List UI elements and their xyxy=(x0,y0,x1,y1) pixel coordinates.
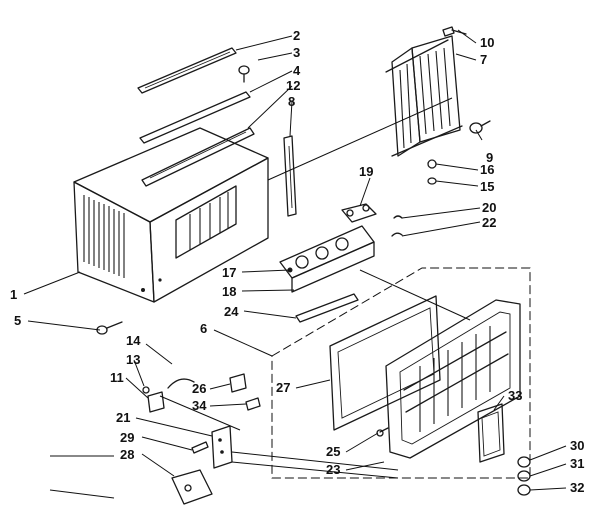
callout-33: 33 xyxy=(508,388,522,403)
part-channel xyxy=(283,135,297,217)
callout-16: 16 xyxy=(480,162,494,177)
assembly-line-1 xyxy=(267,97,453,181)
part-control-assembly xyxy=(279,225,375,293)
part-screw-front xyxy=(376,427,389,437)
part-nut xyxy=(427,159,437,185)
callout-8: 8 xyxy=(288,94,295,109)
callout-27: 27 xyxy=(276,380,290,395)
part-cord xyxy=(167,378,195,389)
callout-4: 4 xyxy=(293,63,301,78)
callout-32: 32 xyxy=(570,480,584,495)
callout-11: 11 xyxy=(110,370,124,385)
callout-5: 5 xyxy=(14,313,21,328)
callout-29: 29 xyxy=(120,430,134,445)
part-slotted-rail xyxy=(141,127,255,187)
reference-line-lower xyxy=(49,489,115,499)
callout-20: 20 xyxy=(482,200,496,215)
callout-24: 24 xyxy=(224,304,239,319)
callout-21: 21 xyxy=(116,410,130,425)
assembly-line-3 xyxy=(231,451,399,471)
part-control-panel xyxy=(477,403,505,463)
callout-22: 22 xyxy=(482,215,496,230)
callout-34: 34 xyxy=(192,398,207,413)
callout-26: 26 xyxy=(192,381,206,396)
callout-12: 12 xyxy=(286,78,300,93)
part-strip xyxy=(295,293,359,323)
part-terminal xyxy=(245,397,261,411)
part-front-grille xyxy=(385,299,521,459)
callout-3: 3 xyxy=(293,45,300,60)
callout-28: 28 xyxy=(120,447,134,462)
part-screw-upper xyxy=(442,26,467,37)
assembly-line-4 xyxy=(231,461,399,479)
callout-31: 31 xyxy=(570,456,584,471)
callout-18: 18 xyxy=(222,284,236,299)
part-cabinet xyxy=(73,127,269,303)
part-bushing xyxy=(142,386,150,394)
part-screw-base xyxy=(96,321,123,335)
callout-2: 2 xyxy=(293,28,300,43)
callout-19: 19 xyxy=(359,164,373,179)
part-screw xyxy=(238,65,250,83)
callout-1: 1 xyxy=(10,287,17,302)
part-top-rail xyxy=(137,47,237,94)
part-bracket xyxy=(341,203,377,223)
part-mounting-plate xyxy=(211,425,233,469)
part-switch-bracket xyxy=(147,391,165,413)
front-panel-group-outline xyxy=(271,267,531,479)
callout-15: 15 xyxy=(480,179,494,194)
callout-17: 17 xyxy=(222,265,236,280)
callout-14: 14 xyxy=(126,333,141,348)
callout-9: 9 xyxy=(486,150,493,165)
callout-13: 13 xyxy=(126,352,140,367)
callout-10: 10 xyxy=(480,35,494,50)
part-screw-rear xyxy=(469,120,491,134)
part-rear-grille xyxy=(385,35,463,157)
part-cover-plate xyxy=(229,373,247,393)
part-bar xyxy=(139,91,251,144)
part-knobs xyxy=(517,456,531,496)
callout-25: 25 xyxy=(326,444,340,459)
part-clip xyxy=(391,215,403,237)
callout-30: 30 xyxy=(570,438,584,453)
assembly-line-5 xyxy=(159,395,241,431)
part-filter xyxy=(329,295,441,431)
part-bracket-plate xyxy=(171,469,213,505)
callout-23: 23 xyxy=(326,462,340,477)
part-capacitor xyxy=(191,441,209,454)
leader-lines xyxy=(23,29,567,491)
callout-6: 6 xyxy=(200,321,207,336)
assembly-line-2 xyxy=(359,269,471,321)
callout-7: 7 xyxy=(480,52,487,67)
